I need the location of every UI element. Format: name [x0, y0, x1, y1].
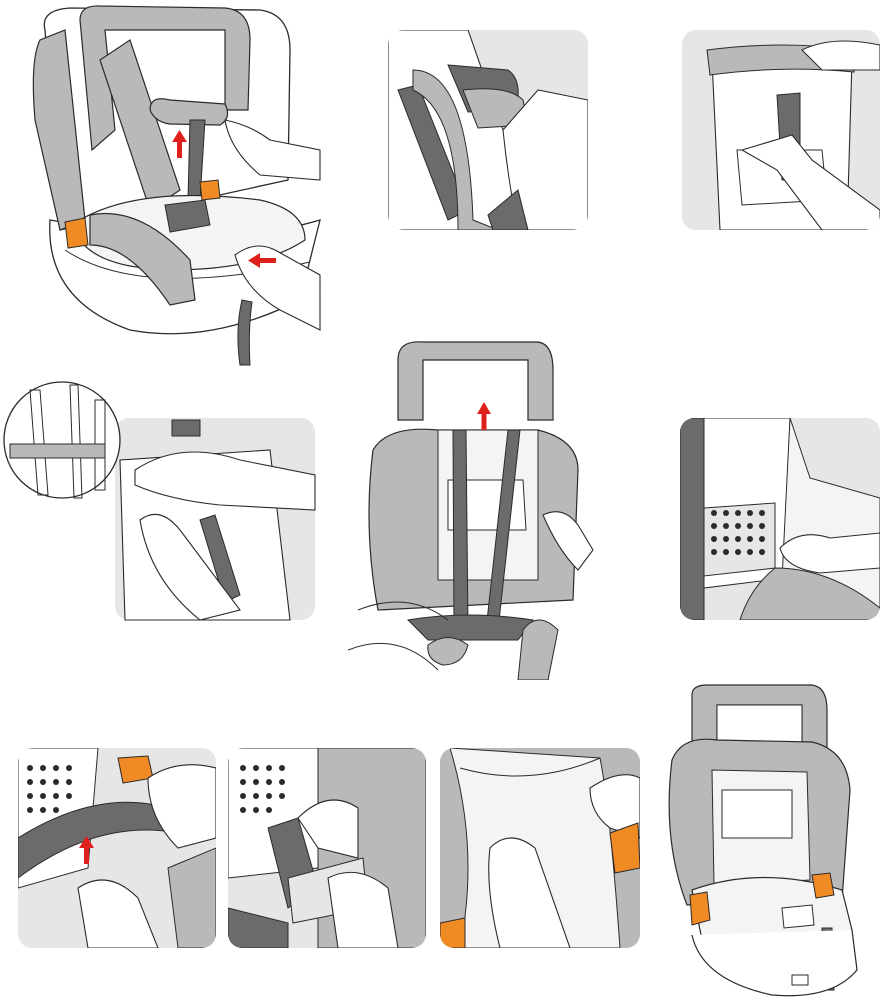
step-1-illustration — [20, 0, 330, 370]
step-3-illustration — [682, 30, 880, 230]
car-seat-headrest-raise-icon — [20, 0, 330, 370]
lift-strap-icon — [18, 748, 216, 948]
step-6-illustration — [680, 418, 880, 620]
step-2-illustration — [388, 30, 588, 230]
smooth-cover-icon — [440, 748, 640, 948]
step-7-illustration — [18, 748, 216, 948]
thread-buckle-plate-icon — [228, 748, 426, 948]
step-5-illustration — [348, 330, 600, 680]
step-10-illustration — [662, 680, 862, 1000]
hand-pull-strap-icon — [682, 30, 880, 230]
step-9-illustration — [440, 748, 640, 948]
seat-back-detail-zoom-icon — [0, 380, 320, 622]
red-arrow-icon — [477, 402, 491, 430]
remove-harness-cover-icon — [348, 330, 600, 680]
press-side-cover-icon — [680, 418, 880, 620]
step-4-illustration — [0, 380, 320, 622]
finished-car-seat-icon — [662, 680, 862, 1000]
step-8-illustration — [228, 748, 426, 948]
hand-unhook-cover-icon — [388, 30, 588, 230]
